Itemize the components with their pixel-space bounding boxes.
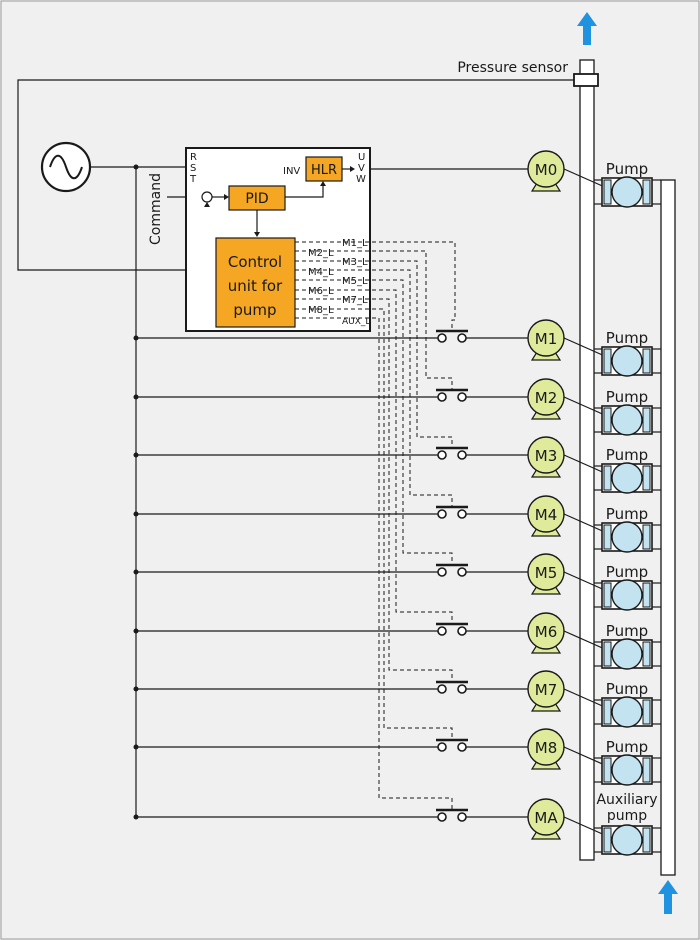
contactor-m5	[436, 563, 468, 577]
signal-m1: M1_L	[342, 238, 368, 249]
discharge-pipe	[579, 59, 595, 861]
motor-pump-row-m5: M5 Pump	[133, 553, 661, 611]
pump-m0	[601, 176, 653, 208]
contactor-m1	[436, 329, 468, 343]
motor-m1: M1	[527, 319, 565, 361]
motor-m8: M8	[527, 728, 565, 770]
pump-label: pump	[607, 808, 647, 824]
terminal-u: U	[358, 152, 365, 163]
contactor-ma	[436, 808, 468, 822]
pump-label: Pump	[606, 738, 648, 756]
motor-m5: M5	[527, 553, 565, 595]
pid-label: PID	[245, 191, 268, 207]
motor-pump-row-m1: M1 Pump	[133, 319, 661, 377]
contactor-m7	[436, 680, 468, 694]
up-arrow-icon	[577, 12, 597, 45]
pressure-sensor	[573, 73, 599, 87]
control-unit	[215, 237, 296, 328]
control-unit-line2: unit for	[228, 277, 283, 295]
pump-label: Pump	[606, 622, 648, 640]
terminal-v: V	[358, 163, 365, 174]
terminal-w: W	[356, 174, 366, 185]
signal-m6: M6_L	[308, 286, 334, 297]
motor-pump-row-m3: M3 Pump	[133, 436, 661, 494]
hlr-label: HLR	[311, 163, 337, 178]
pump-ma	[601, 824, 653, 856]
pump-label: Pump	[606, 563, 648, 581]
summing-point	[201, 191, 213, 203]
pump-label: Pump	[606, 388, 648, 406]
motor-pump-row-m6: M6 Pump	[133, 612, 661, 670]
signal-m5: M5_L	[342, 276, 368, 287]
motor-label: M0	[535, 161, 558, 179]
motor-pump-row-m2: M2 Pump	[133, 378, 661, 436]
pump-label: Pump	[606, 160, 648, 178]
motor-label: M2	[535, 389, 558, 407]
pump-label: Pump	[606, 680, 648, 698]
suction-pipe	[660, 179, 676, 876]
pump-m3	[601, 462, 653, 494]
motor-label: M5	[535, 564, 558, 582]
motor-pump-row-m7: M7 Pump	[133, 670, 661, 728]
control-signal-lines	[295, 241, 456, 810]
contactor-m3	[436, 446, 468, 460]
pid-block	[228, 185, 286, 211]
hlr-block	[305, 156, 343, 182]
signal-m8: M8_L	[308, 305, 334, 316]
motor-label: M3	[535, 447, 558, 465]
contactor-m8	[436, 738, 468, 752]
signal-m3: M3_L	[342, 257, 368, 268]
command-label: Command	[148, 173, 164, 245]
pressure-sensor-label: Pressure sensor	[457, 60, 568, 76]
ac-source-icon	[40, 141, 92, 193]
signal-aux: AUX_L	[342, 317, 370, 327]
motor-pump-row-m0: M0 Pump	[527, 150, 661, 208]
motor-m3: M3	[527, 436, 565, 478]
control-unit-line1: Control	[228, 253, 282, 271]
motor-pump-row-m8: M8 Pump	[133, 728, 661, 786]
motor-pump-row-m4: M4 Pump	[133, 495, 661, 553]
contactor-m4	[436, 505, 468, 519]
pump-m4	[601, 521, 653, 553]
motor-m0: M0	[527, 150, 565, 192]
pump-label: Pump	[606, 446, 648, 464]
motor-m6: M6	[527, 612, 565, 654]
motor-label: M4	[535, 506, 558, 524]
up-arrow-icon	[658, 880, 678, 914]
control-unit-line3: pump	[233, 301, 276, 319]
motor-m7: M7	[527, 670, 565, 712]
pipes	[579, 59, 676, 876]
terminal-r: R	[190, 152, 197, 163]
motor-ma: MA	[527, 798, 565, 840]
contactor-m6	[436, 622, 468, 636]
signal-m7: M7_L	[342, 295, 368, 306]
signal-m2: M2_L	[308, 248, 334, 259]
pump-m6	[601, 638, 653, 670]
pump-m5	[601, 579, 653, 611]
pump-m7	[601, 696, 653, 728]
motor-label: M7	[535, 681, 558, 699]
motor-m2: M2	[527, 378, 565, 420]
motor-label: M6	[535, 623, 558, 641]
signal-m4: M4_L	[308, 267, 334, 278]
pump-label: Pump	[606, 329, 648, 347]
inv-label: INV	[283, 166, 300, 177]
pump-m8	[601, 754, 653, 786]
terminal-t: T	[189, 174, 197, 185]
pump-m2	[601, 404, 653, 436]
pump-label: Pump	[606, 505, 648, 523]
signal-labels: M1_L M2_L M3_L M4_L M5_L M6_L M7_L M8_L …	[308, 238, 370, 327]
pump-label: Auxiliary	[596, 792, 657, 808]
motor-label: M8	[535, 739, 558, 757]
motor-label: MA	[534, 809, 558, 827]
terminal-s: S	[190, 163, 196, 174]
motor-label: M1	[535, 330, 558, 348]
pump-m1	[601, 345, 653, 377]
motor-m4: M4	[527, 495, 565, 537]
contactor-m2	[436, 388, 468, 402]
